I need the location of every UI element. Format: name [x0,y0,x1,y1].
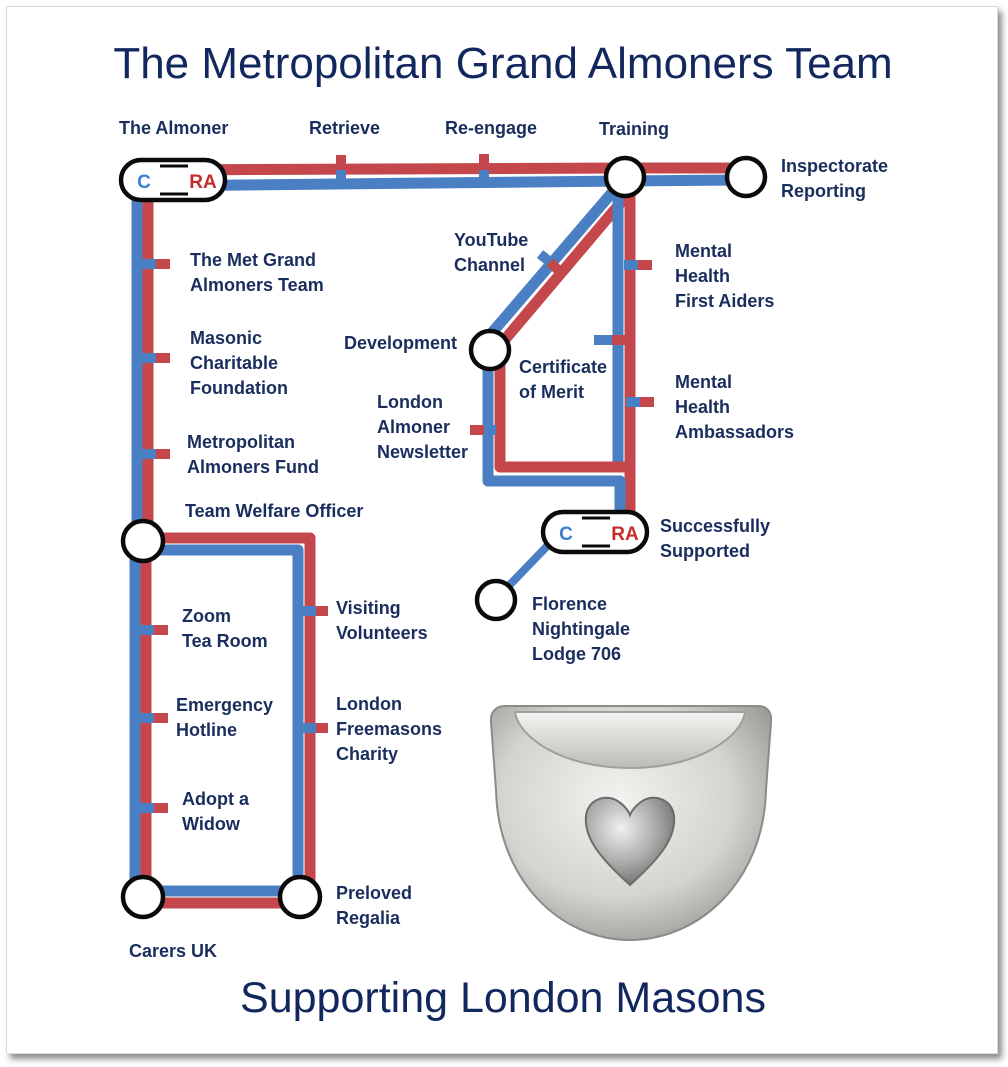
label-newsletter-3: Newsletter [377,442,468,462]
interchange-ra-letter: RA [189,172,217,193]
label-adopt-1: Adopt a [182,789,250,809]
label-team-welfare: Team Welfare Officer [185,501,363,521]
station-ticks [140,154,654,813]
label-training: Training [599,119,669,139]
label-masonic-2: Charitable [190,353,278,373]
label-youtube-1: YouTube [454,230,528,250]
label-the-almoner: The Almoner [119,118,228,138]
label-reengage: Re-engage [445,118,537,138]
label-emergency-1: Emergency [176,695,273,715]
station-carers-uk[interactable] [120,874,166,920]
interchange-almoner[interactable]: C RA [118,157,228,203]
interchange-successfully-supported[interactable]: C RA [540,509,650,555]
interchange-c-letter-2: C [559,524,573,545]
apron-heart-badge [489,705,773,942]
label-inspectorate-2: Reporting [781,181,866,201]
page-subtitle: Supporting London Masons [240,974,766,1022]
page-title: The Metropolitan Grand Almoners Team [113,39,892,88]
label-zoom-2: Tea Room [182,631,268,651]
label-development: Development [344,333,457,353]
label-preloved-1: Preloved [336,883,412,903]
station-team-welfare[interactable] [120,518,166,564]
label-supported-1: Successfully [660,516,770,536]
station-labels: The Almoner Retrieve Re-engage Training … [119,118,888,961]
label-visiting-1: Visiting [336,598,401,618]
label-visiting-2: Volunteers [336,623,428,643]
label-met-grand-1: The Met Grand [190,250,316,270]
label-florence-1: Florence [532,594,607,614]
station-preloved-regalia[interactable] [277,874,323,920]
label-retrieve: Retrieve [309,118,380,138]
label-supported-2: Supported [660,541,750,561]
label-certificate-2: of Merit [519,382,584,402]
line-network [129,162,741,909]
label-zoom-1: Zoom [182,606,231,626]
label-florence-3: Lodge 706 [532,644,621,664]
label-emergency-2: Hotline [176,720,237,740]
label-ambassadors-3: Ambassadors [675,422,794,442]
label-metropolitan-2: Almoners Fund [187,457,319,477]
label-florence-2: Nightingale [532,619,630,639]
label-carers-uk: Carers UK [129,941,217,961]
station-training[interactable] [603,155,647,199]
label-masonic-1: Masonic [190,328,262,348]
label-ambassadors-2: Health [675,397,730,417]
label-lfc-1: London [336,694,402,714]
label-metropolitan-1: Metropolitan [187,432,295,452]
interchange-ra-letter-2: RA [611,524,639,545]
label-masonic-3: Foundation [190,378,288,398]
label-certificate-1: Certificate [519,357,607,377]
station-development[interactable] [468,328,512,372]
label-youtube-2: Channel [454,255,525,275]
label-met-grand-2: Almoners Team [190,275,324,295]
station-florence[interactable] [474,578,518,622]
label-first-aiders-2: Health [675,266,730,286]
heart-icon [584,796,676,887]
label-inspectorate-1: Inspectorate [781,156,888,176]
label-lfc-2: Freemasons [336,719,442,739]
station-inspectorate[interactable] [724,155,768,199]
label-newsletter-2: Almoner [377,417,450,437]
label-adopt-2: Widow [182,814,241,834]
label-ambassadors-1: Mental [675,372,732,392]
label-newsletter-1: London [377,392,443,412]
label-lfc-3: Charity [336,744,398,764]
label-first-aiders-3: First Aiders [675,291,774,311]
label-preloved-2: Regalia [336,908,401,928]
interchange-c-letter: C [137,172,151,193]
label-first-aiders-1: Mental [675,241,732,261]
